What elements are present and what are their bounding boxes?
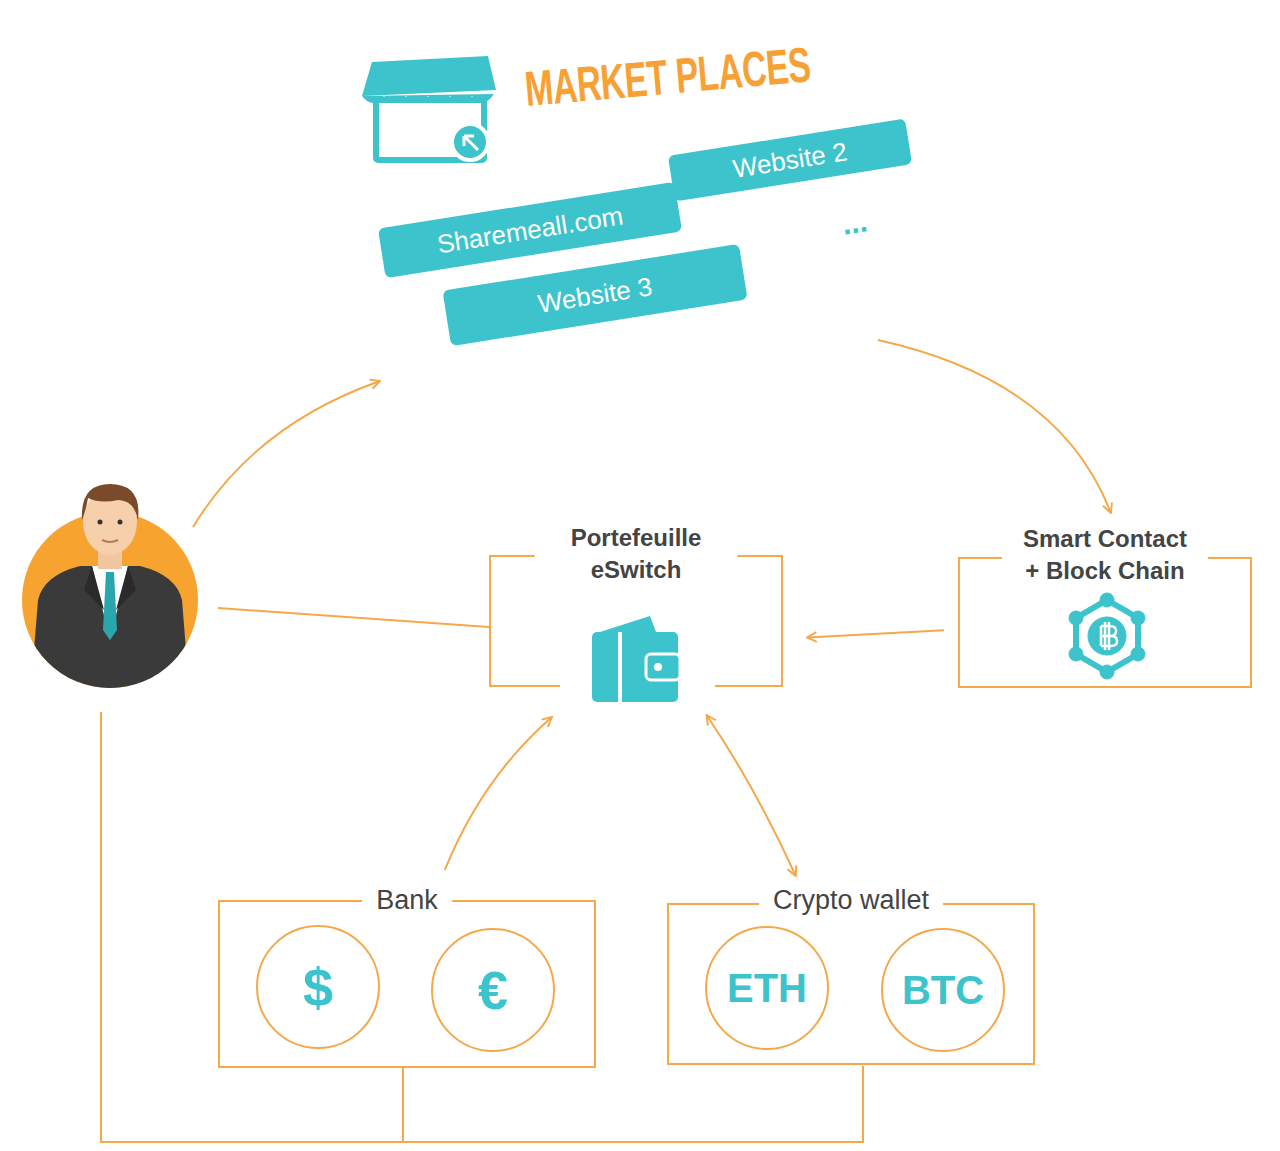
flow-arrow	[878, 340, 1111, 513]
person-figure	[22, 484, 198, 700]
website-name: Sharemeall.com	[435, 200, 625, 260]
wallet-box: Portefeuille eSwitch	[489, 522, 783, 687]
currency-circle: ETH	[705, 926, 829, 1050]
website-name: Website 3	[536, 271, 655, 320]
flow-arrow	[445, 717, 552, 870]
crypto-box: Crypto walletETH BTC	[667, 882, 1035, 1065]
more-dots: ...	[839, 204, 869, 241]
group-heading: MARKET PLACES	[523, 36, 813, 117]
flow-arrow	[807, 630, 944, 637]
currency-circle: BTC	[881, 928, 1005, 1052]
currency-circle: $	[256, 925, 380, 1049]
person-account-bracket	[101, 712, 863, 1142]
website-pill: Website 2	[668, 119, 912, 202]
box-heading: Smart Contact + Block Chain	[1002, 523, 1208, 587]
box-heading: Crypto wallet	[759, 882, 943, 918]
store-icon	[362, 56, 496, 160]
currency-symbol: $	[303, 956, 333, 1018]
marketplace-group: MARKET PLACESSharemeall.comWebsite 2Webs…	[350, 40, 930, 340]
currency-symbol: BTC	[902, 968, 984, 1013]
person-wallet-line	[218, 608, 489, 627]
blockchain-icon	[1069, 593, 1145, 679]
contract-box: Smart Contact + Block Chain	[958, 523, 1252, 688]
box-heading: Portefeuille eSwitch	[535, 522, 738, 586]
bank-box: Bank $ €	[218, 882, 596, 1068]
website-name: Website 2	[731, 136, 850, 185]
currency-symbol: €	[478, 959, 508, 1021]
box-heading: Bank	[362, 882, 452, 918]
wallet-icon	[592, 616, 680, 702]
currency-symbol: ETH	[727, 966, 807, 1011]
flow-arrow	[707, 715, 796, 876]
currency-circle: €	[431, 928, 555, 1052]
person-arrow	[193, 381, 380, 527]
